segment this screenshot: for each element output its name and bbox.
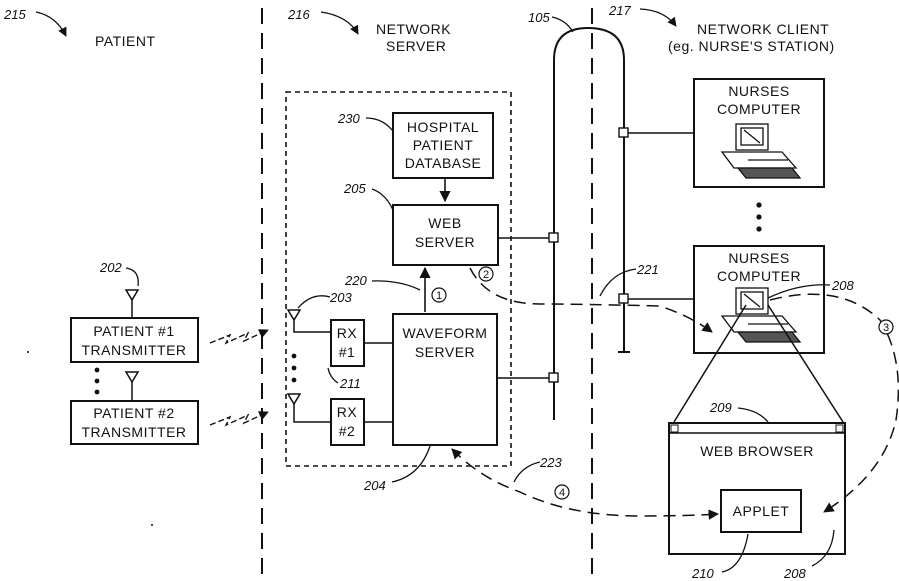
web-browser-title: WEB BROWSER xyxy=(700,443,814,459)
rx1-line1: RX xyxy=(337,325,358,341)
nurses-computer-1-line2: COMPUTER xyxy=(717,101,801,117)
computers-ellipsis xyxy=(756,202,761,231)
ref-221: 221 xyxy=(636,262,659,277)
leader-215 xyxy=(36,12,66,36)
leader-223 xyxy=(514,462,540,482)
leader-209 xyxy=(738,408,768,422)
section-network-client-line2: (eg. NURSE'S STATION) xyxy=(668,38,835,54)
ref-205: 205 xyxy=(343,181,366,196)
transmitter1-antenna-icon xyxy=(126,290,138,318)
ref-230: 230 xyxy=(337,111,360,126)
waveform-server-line2: SERVER xyxy=(415,344,475,360)
nurses-computer-2-line1: NURSES xyxy=(728,250,789,266)
leader-230 xyxy=(366,118,392,130)
section-network-server-line2: SERVER xyxy=(386,38,446,54)
leader-220 xyxy=(372,281,420,290)
rx1-antenna-icon xyxy=(288,310,331,332)
ref-220: 220 xyxy=(344,273,367,288)
hospital-db-line1: HOSPITAL xyxy=(407,119,479,135)
wireless-signal-2 xyxy=(210,412,268,425)
transmitter2-line1: PATIENT #2 xyxy=(93,405,174,421)
transmitter-ellipsis xyxy=(95,368,100,395)
waveform-bus-node xyxy=(549,373,558,382)
applet-label: APPLET xyxy=(733,503,790,519)
leader-105 xyxy=(552,17,573,32)
rx2-antenna-icon xyxy=(288,394,331,422)
ref-203: 203 xyxy=(329,290,352,305)
speck-1 xyxy=(27,351,29,353)
section-network-server-line1: NETWORK xyxy=(376,21,451,37)
ref-209: 209 xyxy=(709,400,732,415)
ref-223: 223 xyxy=(539,455,562,470)
network-bus xyxy=(554,28,624,420)
ref-217: 217 xyxy=(608,3,631,18)
step-2-label: 2 xyxy=(483,269,489,281)
leader-202 xyxy=(126,268,138,286)
transmitter2-antenna-icon xyxy=(126,372,138,401)
leader-205 xyxy=(372,189,393,210)
leader-217 xyxy=(640,9,676,26)
leader-211 xyxy=(328,368,338,383)
leader-216 xyxy=(321,12,358,34)
ref-208-top: 208 xyxy=(831,278,854,293)
ref-105: 105 xyxy=(528,10,550,25)
web-server-line2: SERVER xyxy=(415,234,475,250)
wireless-signal-1 xyxy=(210,330,268,343)
transmitter2-line2: TRANSMITTER xyxy=(81,424,186,440)
rx2-line1: RX xyxy=(337,404,358,420)
nurses-computer-2-line2: COMPUTER xyxy=(717,268,801,284)
browser-corner-right xyxy=(836,425,843,432)
step-1-label: 1 xyxy=(436,290,442,302)
step-4-label: 4 xyxy=(559,487,565,499)
leader-221 xyxy=(600,269,636,296)
speck-2 xyxy=(151,524,153,526)
leader-204 xyxy=(392,446,430,482)
ref-208-bottom: 208 xyxy=(783,566,806,581)
computer2-bus-node xyxy=(619,294,628,303)
ref-216: 216 xyxy=(287,7,310,22)
rx2-line2: #2 xyxy=(339,423,356,439)
hospital-db-line3: DATABASE xyxy=(405,155,482,171)
web-server-line1: WEB xyxy=(428,215,461,231)
rx1-line2: #1 xyxy=(339,344,356,360)
hospital-db-line2: PATIENT xyxy=(413,137,474,153)
webserver-bus-node xyxy=(549,233,558,242)
ref-211: 211 xyxy=(339,376,361,391)
section-patient: PATIENT xyxy=(95,33,156,49)
ref-204: 204 xyxy=(363,478,386,493)
browser-corner-left xyxy=(671,425,678,432)
ref-215: 215 xyxy=(3,7,26,22)
nurses-computer-1-line1: NURSES xyxy=(728,83,789,99)
leader-203 xyxy=(298,296,330,308)
waveform-server-line1: WAVEFORM xyxy=(403,325,488,341)
transmitter1-line1: PATIENT #1 xyxy=(93,323,174,339)
ref-202: 202 xyxy=(99,260,122,275)
ref-210: 210 xyxy=(691,566,714,581)
rx-ellipsis xyxy=(292,354,297,383)
step-3-label: 3 xyxy=(883,322,889,334)
computer1-bus-node xyxy=(619,128,628,137)
transmitter1-line2: TRANSMITTER xyxy=(81,342,186,358)
section-network-client-line1: NETWORK CLIENT xyxy=(697,21,829,37)
